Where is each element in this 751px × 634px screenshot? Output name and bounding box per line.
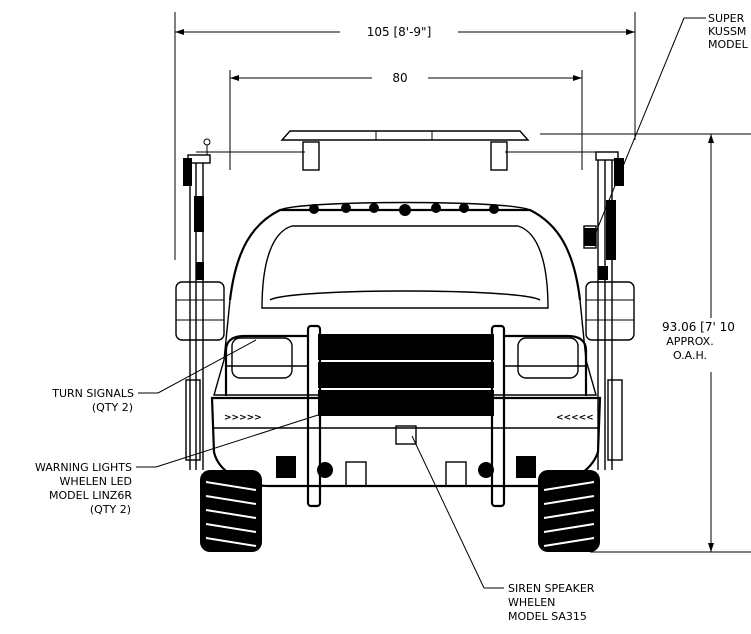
callout-leader-lines — [136, 17, 706, 589]
callout-warning-lights-line-2: WHELEN LED — [60, 475, 132, 488]
warning-light-left — [276, 456, 296, 478]
bumper-chevron-left: >>>>> — [224, 413, 262, 423]
siren-speaker — [395, 425, 417, 445]
callout-warning-lights-line-1: WARNING LIGHTS — [35, 461, 132, 474]
tow-hook-right — [445, 461, 467, 487]
callout-turn-signals-line-2: (QTY 2) — [92, 401, 133, 414]
callout-warning-lights-line-3: MODEL LINZ6R — [49, 489, 132, 502]
callout-top-right: SUPER KUSSM MODEL — [708, 12, 749, 51]
grille-guard — [224, 324, 588, 508]
inner-width-label: 80 — [392, 71, 407, 85]
callout-siren-speaker-line-3: MODEL SA315 — [508, 610, 587, 623]
callout-warning-lights: WARNING LIGHTS WHELEN LED MODEL LINZ6R (… — [35, 461, 132, 516]
headlights — [231, 337, 579, 379]
fog-light-right — [478, 462, 494, 478]
front-tires — [200, 470, 600, 552]
cab-marker-lights — [309, 203, 499, 216]
inner-width-dimension: 80 — [229, 70, 583, 170]
callout-siren-speaker: SIREN SPEAKER WHELEN MODEL SA315 — [508, 582, 595, 623]
callout-turn-signals-line-1: TURN SIGNALS — [51, 387, 134, 400]
callout-siren-speaker-line-2: WHELEN — [508, 596, 555, 609]
fog-light-left — [317, 462, 333, 478]
callout-top-right-line-3: MODEL — [708, 38, 749, 51]
callout-siren-speaker-line-1: SIREN SPEAKER — [508, 582, 595, 595]
overall-width-label: 105 [8'-9"] — [367, 25, 432, 39]
callout-warning-lights-line-4: (QTY 2) — [90, 503, 131, 516]
height-value-label: 93.06 [7' 10 — [662, 320, 735, 334]
left-ladder-mirror-assembly — [175, 138, 225, 470]
overall-width-dimension: 105 [8'-9"] — [174, 12, 636, 260]
tow-hook-left — [345, 461, 367, 487]
callout-turn-signals: TURN SIGNALS (QTY 2) — [51, 387, 134, 414]
right-ladder-mirror-assembly — [584, 151, 635, 470]
height-dimension: 93.06 [7' 10 APPROX. O.A.H. — [540, 133, 751, 553]
bumper-chevron-right: <<<<< — [556, 413, 594, 423]
callout-top-right-line-2: KUSSM — [708, 25, 746, 38]
warning-light-right — [516, 456, 536, 478]
roof-light-bar — [196, 130, 612, 171]
callout-top-right-line-1: SUPER — [708, 12, 745, 25]
height-note-approx: APPROX. — [666, 335, 713, 348]
side-light-module — [583, 225, 597, 249]
height-note-oah: O.A.H. — [673, 349, 707, 362]
